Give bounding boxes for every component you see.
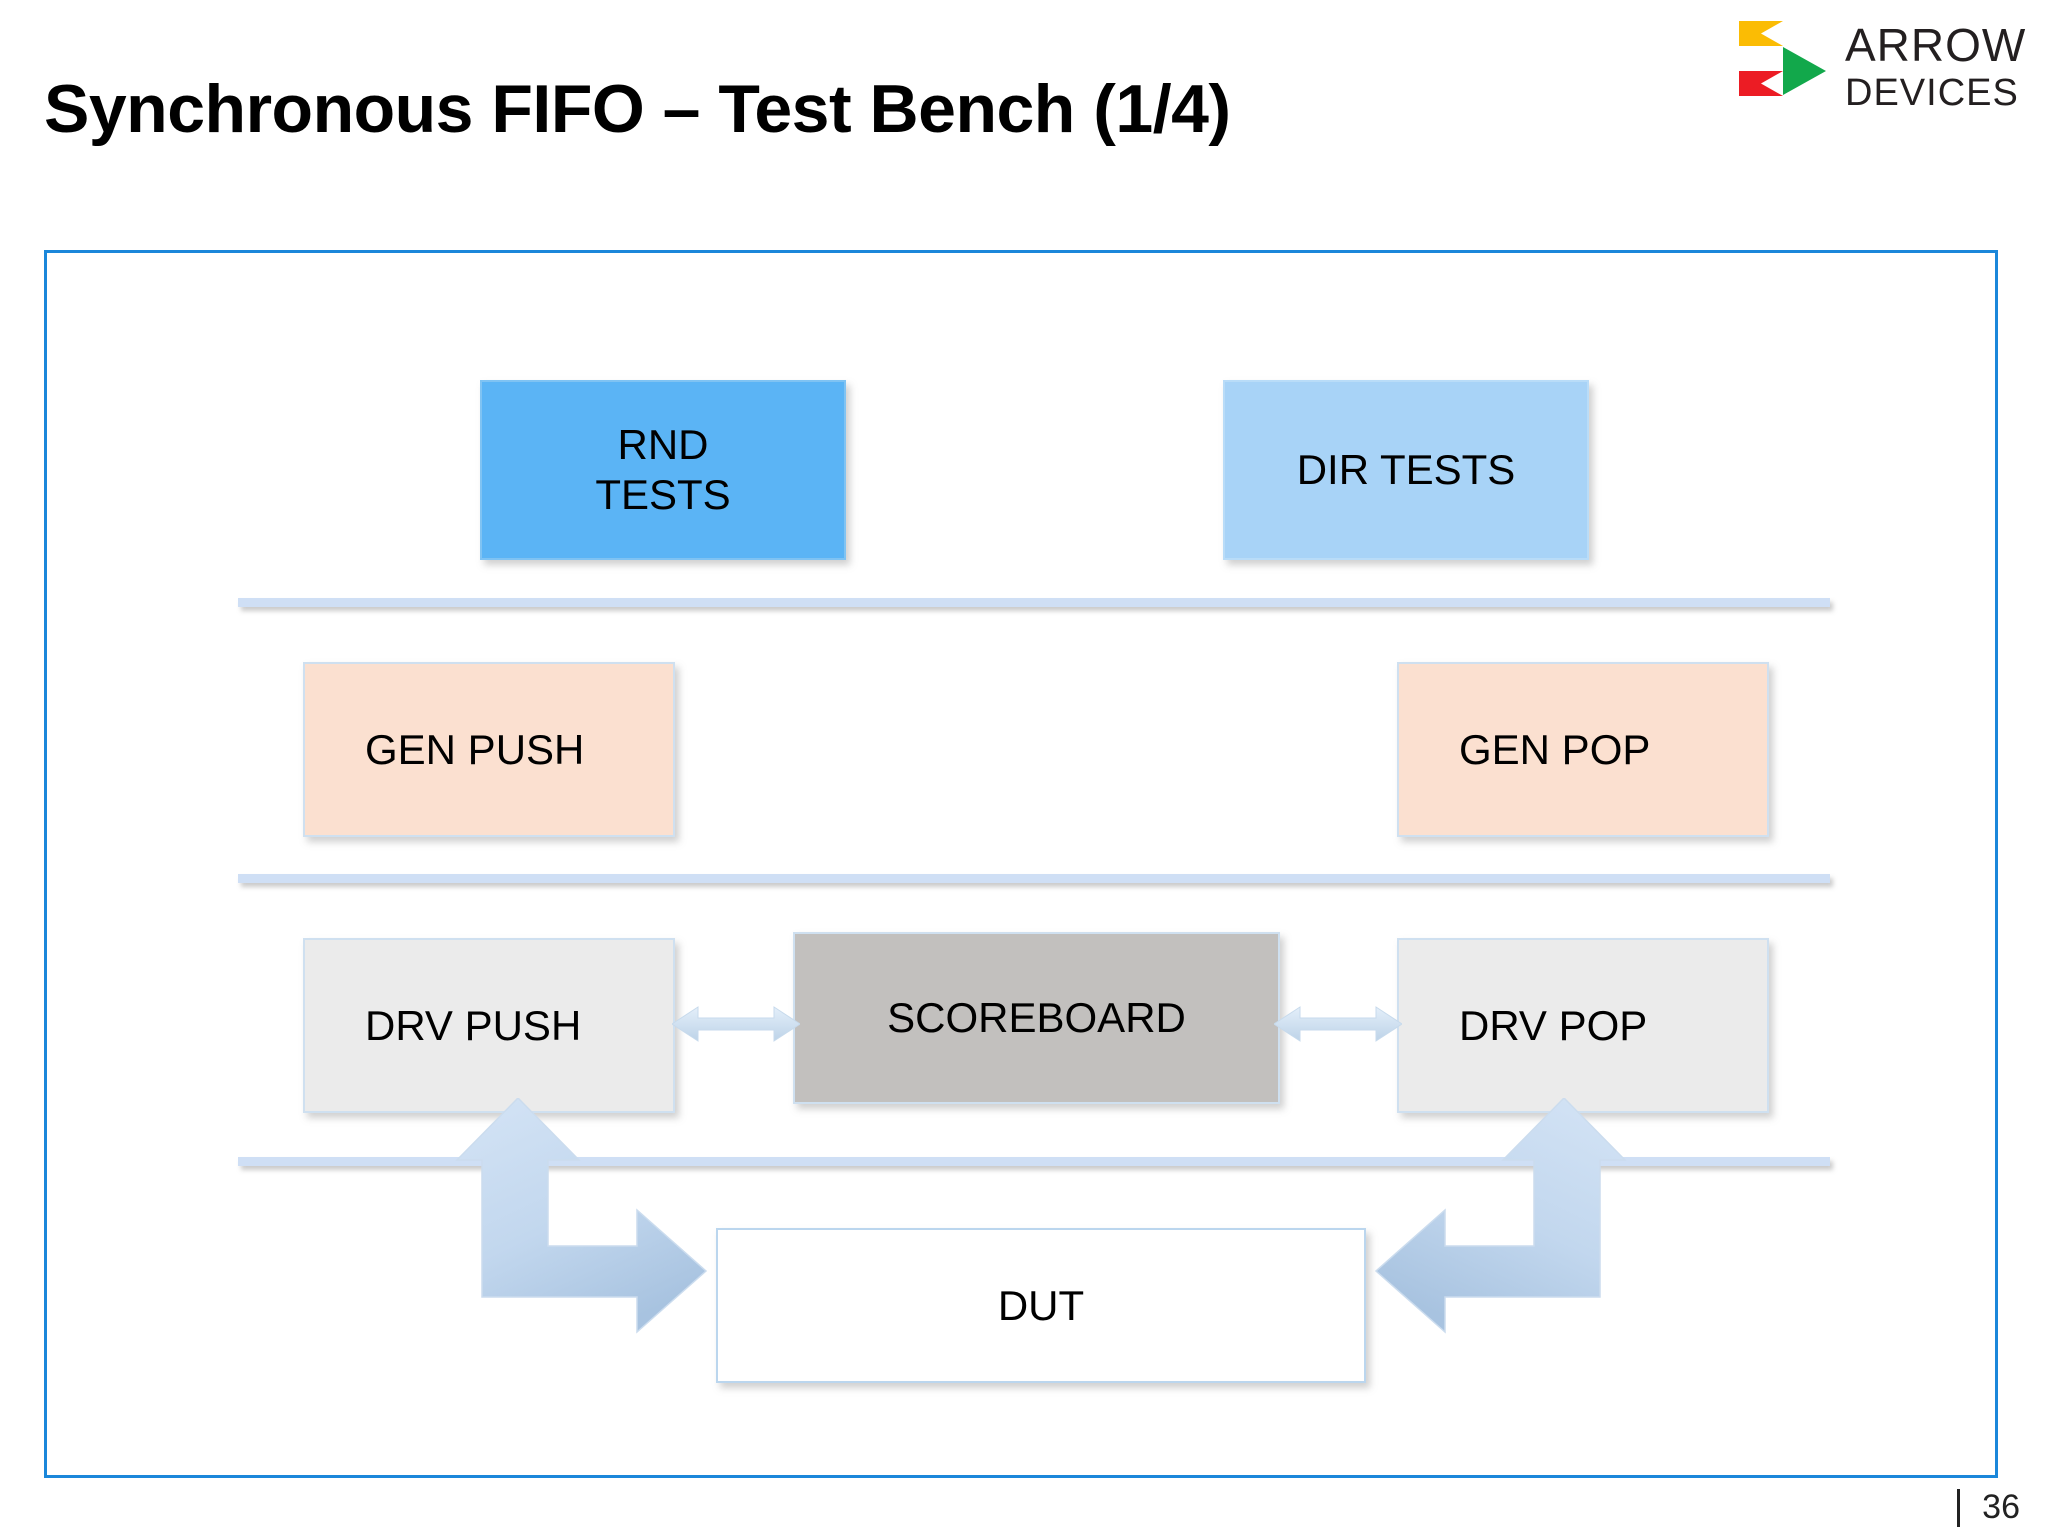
page-number: 36 [1982,1488,2020,1526]
connector-drv-push-to-scoreboard-icon [672,995,800,1053]
node-gen-pop[interactable]: GEN POP [1397,662,1769,837]
node-dut[interactable]: DUT [716,1228,1366,1383]
page-footer: 36 [1957,1488,2020,1527]
node-dir-tests[interactable]: DIR TESTS [1223,380,1589,560]
brand-wordmark: ARROW DEVICES [1845,22,2026,112]
node-gen-pop-label: GEN POP [1459,725,1651,773]
node-gen-push-label: GEN PUSH [365,725,585,773]
node-drv-push-label: DRV PUSH [365,1001,582,1049]
brand-name-line2: DEVICES [1845,72,2019,114]
layer-separator-1 [238,598,1830,607]
node-dir-tests-label: DIR TESTS [1296,446,1516,493]
node-drv-pop-label: DRV POP [1459,1001,1648,1049]
footer-divider-icon [1957,1488,1961,1527]
node-scoreboard-label: SCOREBOARD [887,994,1186,1041]
connector-drv-pop-to-dut-icon [1355,1098,1630,1398]
page-title: Synchronous FIFO – Test Bench (1/4) [44,71,1231,147]
connector-scoreboard-to-drv-pop-icon [1274,995,1402,1053]
brand-logo: ARROW DEVICES [1735,8,2035,126]
node-rnd-tests-label-line2: TESTS [595,471,731,518]
layer-separator-3 [238,1157,1830,1166]
arrow-triangle-logo-icon [1735,15,1831,119]
node-rnd-tests-label-line1: RND [617,421,709,469]
layer-separator-2 [238,874,1830,883]
logo-green-triangle-icon [1783,47,1826,95]
brand-name-line1: ARROW [1845,19,2027,71]
logo-yellow-triangle-icon [1739,21,1783,46]
node-drv-pop[interactable]: DRV POP [1397,938,1769,1113]
node-drv-push[interactable]: DRV PUSH [303,938,675,1113]
node-dut-label: DUT [997,1281,1085,1329]
node-gen-push[interactable]: GEN PUSH [303,662,675,837]
logo-red-triangle-icon [1739,71,1783,96]
node-scoreboard[interactable]: SCOREBOARD [793,932,1280,1104]
connector-drv-push-to-dut-icon [452,1098,727,1398]
node-rnd-tests[interactable]: RND TESTS [480,380,846,560]
